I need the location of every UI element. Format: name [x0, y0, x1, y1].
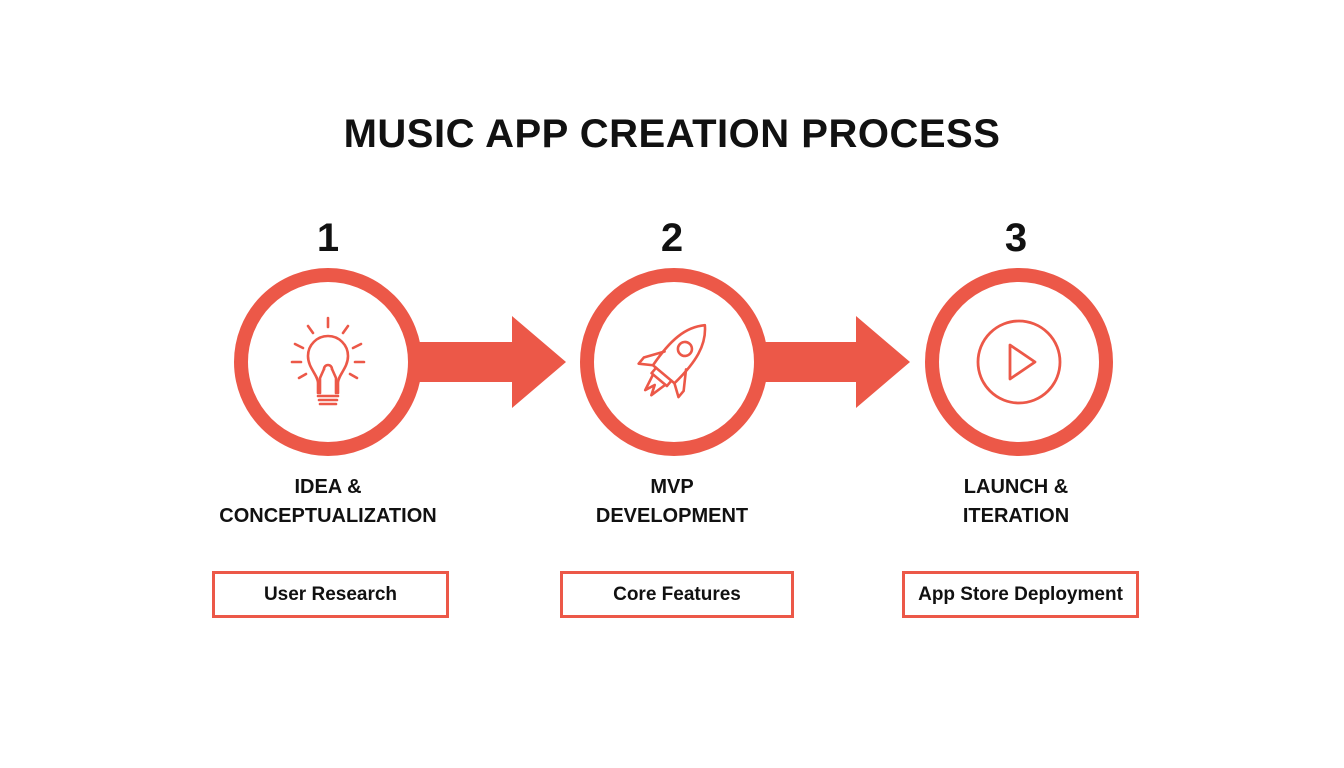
step-tag: Core Features: [560, 571, 794, 618]
step-2: 2 MVP DEVELOPMENT Core Features: [472, 0, 872, 768]
step-icon-circle: [234, 268, 422, 456]
step-1: 1 IDEA & CONCEPTUALIZATION User Research: [128, 0, 528, 768]
step-label: LAUNCH & ITERATION: [962, 476, 1070, 527]
step-tag: App Store Deployment: [902, 571, 1139, 618]
arrow-1-to-2: [400, 316, 566, 408]
play-circle-icon: [976, 319, 1062, 405]
lightbulb-icon: [290, 316, 366, 406]
step-number: 3: [1004, 216, 1028, 260]
step-3: 3 LAUNCH & ITERATION App Store Deploymen…: [816, 0, 1216, 768]
step-number: 2: [660, 216, 684, 260]
diagram-title: MUSIC APP CREATION PROCESS: [343, 112, 1001, 156]
rocket-icon: [637, 323, 707, 399]
step-icon-circle: [925, 268, 1113, 456]
step-number: 1: [316, 216, 340, 260]
arrow-2-to-3: [744, 316, 910, 408]
step-label: MVP DEVELOPMENT: [595, 476, 749, 527]
step-tag: User Research: [212, 571, 449, 618]
step-icon-circle: [580, 268, 768, 456]
step-label: IDEA & CONCEPTUALIZATION: [219, 476, 437, 527]
